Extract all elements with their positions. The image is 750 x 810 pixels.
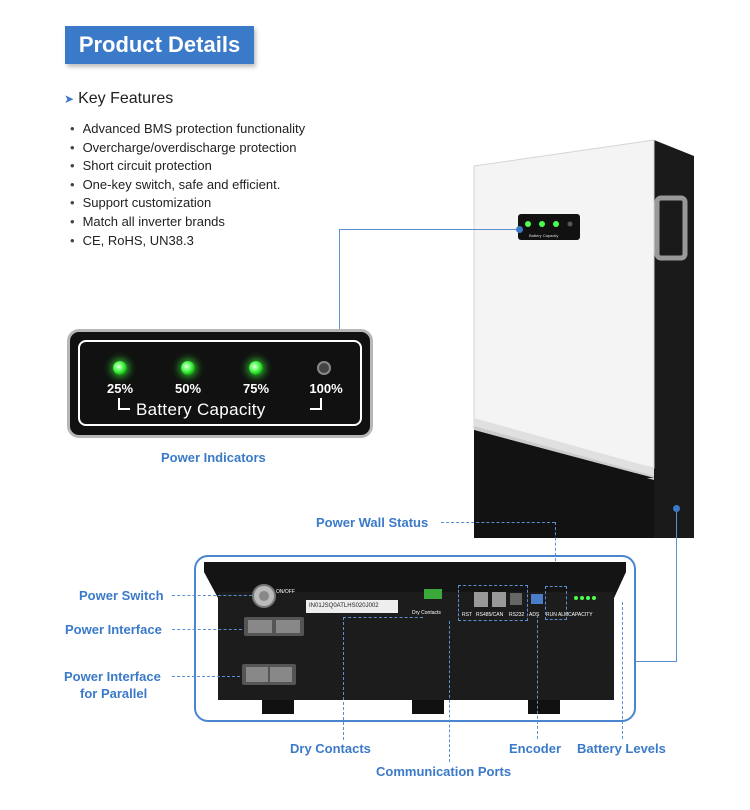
leader-line [343,617,344,740]
feature-item: Support customization [70,194,305,213]
ads-label: ADS [529,612,540,618]
comm-ports-highlight [458,585,528,621]
connector-line [339,229,340,330]
level-75-label: 75% [242,381,270,396]
encoder-label: Encoder [509,741,562,756]
level-50-label: 50% [174,381,202,396]
bottom-view-frame [194,555,636,722]
rst-label: RST [462,612,472,618]
power-interface-label: Power Interface [65,622,162,637]
leader-line [449,621,450,762]
battery-device-image [473,139,694,538]
panel-border [78,340,362,426]
dry-contacts-label: Dry Contacts [290,741,371,756]
communication-ports-label: Communication Ports [376,764,512,779]
connector-line [636,661,677,662]
page-title: Product Details [65,26,254,64]
feature-item: Match all inverter brands [70,213,305,232]
feature-item: CE, RoHS, UN38.3 [70,232,305,251]
battery-bottom-image [204,562,626,714]
connector-dot [516,226,523,233]
battery-capacity-label: Battery Capacity [136,400,266,419]
status-highlight [545,586,567,620]
bracket-left [118,398,130,410]
leader-line [172,595,252,596]
rs485-label: RS485/CAN [476,612,504,618]
handle-icon [654,195,688,261]
feature-item: One-key switch, safe and efficient. [70,176,305,195]
arrow-right-icon: ➤ [64,92,75,106]
key-features-title: Key Features [78,90,174,107]
serial-label: IN01JSQ0ATLHS020J002 [309,603,379,609]
level-25-label: 25% [106,381,134,396]
connector-line [339,229,520,230]
battery-levels-label: Battery Levels [577,741,666,756]
feature-list: Advanced BMS protection functionality Ov… [70,120,306,251]
leader-line [622,602,623,739]
leader-line [172,676,240,677]
power-interface-parallel-label: Power Interface [64,669,161,684]
led-25-icon [113,361,127,375]
power-switch-label: Power Switch [79,588,164,603]
power-wall-status-label: Power Wall Status [316,515,429,530]
key-features-heading: ➤Key Features [64,90,173,108]
capacity-label: CAPACITY [568,612,593,618]
led-100-icon [317,361,331,375]
feature-item: Short circuit protection [70,157,305,176]
feature-item: Advanced BMS protection functionality [70,120,306,139]
rs232-label: RS232 [509,612,525,618]
connector-line [676,508,677,661]
leader-line [343,617,423,618]
dry-contacts-port-label: Dry Contacts [412,610,441,616]
feature-item: Overcharge/overdischarge protection [70,139,305,158]
level-100-label: 100% [309,381,343,396]
leader-line [441,522,555,523]
bracket-right [310,398,322,410]
power-interface-parallel-label-2: for Parallel [80,686,148,701]
onoff-label: ON/OFF [276,589,295,595]
connector-dot [673,505,680,512]
mini-panel-label: Battery Capacity [529,233,559,238]
led-50-icon [181,361,195,375]
leader-line [537,615,538,739]
power-indicator-panel: 25% 50% 75% 100% Battery Capacity [67,329,373,438]
leader-line [555,522,556,592]
leader-line [172,629,242,630]
run-alm-label: RUN ALM [546,612,569,618]
led-75-icon [249,361,263,375]
power-indicators-label: Power Indicators [161,450,266,465]
